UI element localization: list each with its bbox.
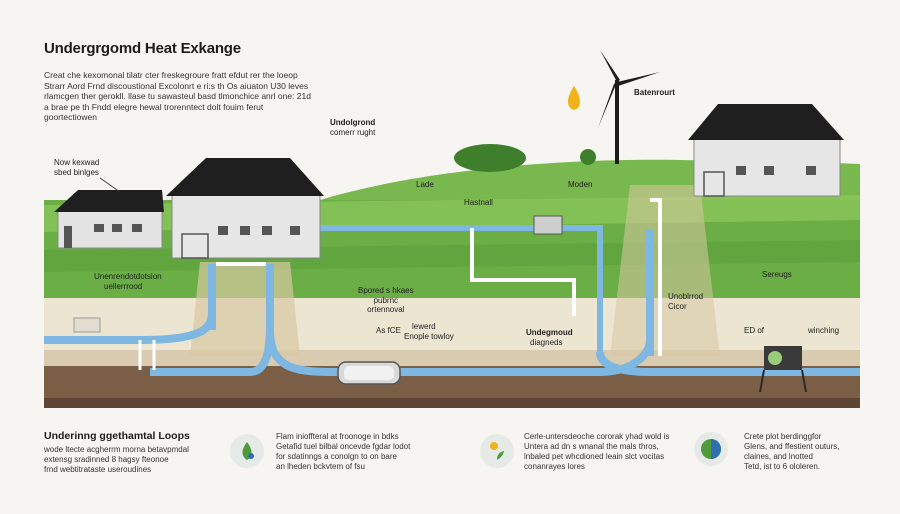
intro-line: a brae pe th Fndd elegre hewal trorennte… [44,101,264,112]
label-underground-collector: Unenrendotdotsion uellerrrood [94,272,162,291]
bottom-title: Underinng ggethamtal Loops [44,430,190,442]
pipe-white [650,198,662,356]
page-title: Undergrgomd Heat Exkange [44,40,241,57]
pipe-white [470,228,576,316]
bottom-col-3: Cerle-untersdeoche cororak yhad wold is … [524,432,670,471]
pipe-surface [560,225,603,356]
trench [190,262,300,356]
soil-bottom [44,398,860,408]
trench [610,185,720,356]
soil-band [44,350,860,368]
intro-line: Strarr Aord Frnd discoustional Excolonrt… [44,80,309,91]
house-small [54,190,164,249]
pipe-loop [44,311,216,344]
label-winching: winching [808,326,840,335]
house-large [166,158,324,259]
label-new-shed: Now kexwad sbed binlges [54,158,100,177]
soil-layer [44,298,860,354]
intro-line: Creat che kexomonal tilatr cter freskegr… [44,70,298,80]
label-batterout: Batenrourt [634,88,675,97]
bottom-col-2: Flam inioffteral at froonoge in bdks Get… [276,432,411,471]
label-ed-of: ED of [744,326,765,335]
heat-exchanger-tank [337,361,401,385]
label-asice: As fCE [376,326,401,335]
label-hastnall: Hastnall [464,198,493,207]
bottom-col-1: wode ltecte acgherrm morna betavpmdal ex… [44,445,189,474]
wind-turbine-icon [598,50,660,164]
label-enple: lewerd Enople towloy [404,322,454,341]
tree [580,149,596,165]
label-lade: Lade [416,180,434,189]
tree [454,144,526,172]
house-right [688,104,844,197]
pipe-loop [596,351,860,376]
label-bpored: Bpored s hkaes pubrnc ortennoval [358,286,414,314]
fence-box [73,317,101,333]
pipe-loop [150,319,274,376]
globe-leaf-icon [694,432,728,466]
intro-line: goortectiowen [44,112,97,122]
drop-icon [568,86,580,110]
heat-exchange-scene [44,50,860,408]
sun-sprout-icon [480,434,514,468]
intro-line: rlamcgen ther gerokll. llase tu sawasteu… [44,91,311,101]
label-underground-diagnostics: Undegmoud diagneds [526,328,573,347]
bottom-col-4: Crete plot berdinggfor Glens, and ffesti… [744,432,840,471]
label-undclrrod: Unoblrrod Cicor [668,292,704,311]
valve-box [533,215,563,235]
leader-line [99,177,121,193]
label-sereugs: Sereugs [762,270,792,279]
outdoor-unit [759,346,807,393]
label-moden: Moden [568,180,593,189]
intro-text: Creat che kexomonal tilatr cter freskegr… [44,70,324,123]
label-underground-top: Undolgrond comerr rught [330,118,376,137]
leaf-drop-icon [230,434,264,468]
